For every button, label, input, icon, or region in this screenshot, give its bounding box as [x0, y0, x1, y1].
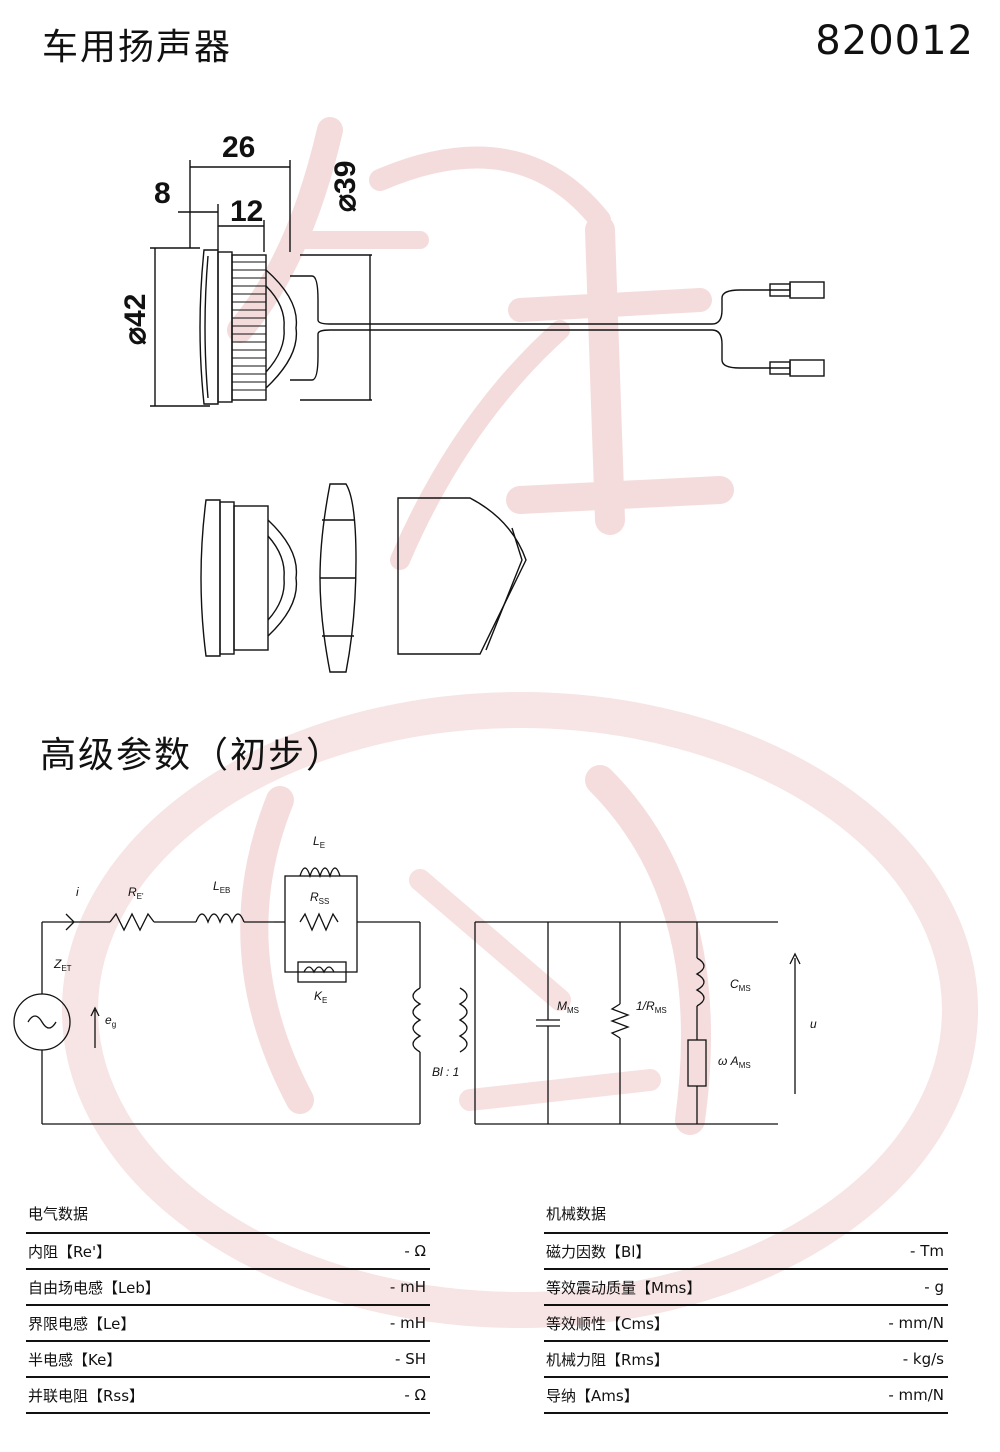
svg-text:LE: LE	[313, 834, 325, 850]
svg-text:12: 12	[230, 195, 263, 228]
svg-text:MMS: MMS	[557, 999, 579, 1015]
electrical-heading: 电气数据	[26, 1196, 430, 1234]
table-row: 界限电感【Le】- mH	[26, 1306, 430, 1342]
table-row: 磁力因数【Bl】- Tm	[544, 1234, 948, 1270]
table-row: 并联电阻【Rss】- Ω	[26, 1378, 430, 1414]
svg-text:26: 26	[222, 131, 255, 164]
table-row: 内阻【Re'】- Ω	[26, 1234, 430, 1270]
svg-text:CMS: CMS	[730, 977, 751, 993]
table-row: 机械力阻【Rms】- kg/s	[544, 1342, 948, 1378]
model-number: 820012	[815, 18, 974, 64]
svg-text:RE': RE'	[128, 885, 144, 901]
mechanical-data-table: 机械数据 磁力因数【Bl】- Tm 等效震动质量【Mms】- g 等效顺性【Cm…	[544, 1196, 948, 1414]
svg-text:ω AMS: ω AMS	[718, 1054, 751, 1070]
table-row: 自由场电感【Leb】- mH	[26, 1270, 430, 1306]
table-row: 导纳【Ams】- mm/N	[544, 1378, 948, 1414]
speaker-drawing: 26 8 12 ⌀39 ⌀42	[119, 131, 825, 673]
face-diameter-label: ⌀42	[119, 294, 152, 345]
mechanical-heading: 机械数据	[544, 1196, 948, 1234]
svg-text:Bl : 1: Bl : 1	[432, 1065, 459, 1079]
svg-text:1/RMS: 1/RMS	[636, 999, 667, 1015]
table-row: 等效震动质量【Mms】- g	[544, 1270, 948, 1306]
svg-text:ZET: ZET	[53, 957, 72, 973]
section-title: 高级参数（初步）	[40, 735, 345, 776]
svg-text:u: u	[810, 1017, 817, 1031]
thread-diameter-label: ⌀39	[329, 161, 362, 212]
svg-text:eg: eg	[105, 1013, 116, 1029]
svg-text:i: i	[76, 885, 79, 899]
electrical-data-table: 电气数据 内阻【Re'】- Ω 自由场电感【Leb】- mH 界限电感【Le】-…	[26, 1196, 430, 1414]
equivalent-circuit: i RE' LEB LE RSS KE ZET eg Bl : 1 MMS 1/…	[13, 834, 817, 1125]
table-row: 等效顺性【Cms】- mm/N	[544, 1306, 948, 1342]
svg-text:RSS: RSS	[310, 890, 329, 906]
table-row: 半电感【Ke】- SH	[26, 1342, 430, 1378]
page-title: 车用扬声器	[42, 27, 233, 68]
svg-text:LEB: LEB	[213, 879, 230, 895]
svg-text:KE: KE	[314, 989, 327, 1005]
svg-text:8: 8	[154, 177, 171, 210]
